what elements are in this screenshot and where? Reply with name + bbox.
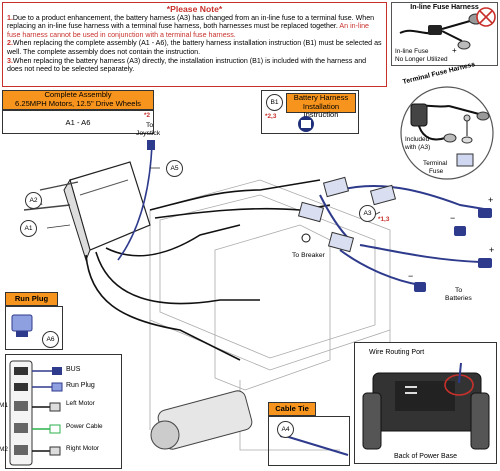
assembly-range: A1 - A6 bbox=[65, 118, 91, 127]
callout-b1: B1 bbox=[266, 94, 283, 111]
power-base-label: Back of Power Base bbox=[393, 453, 458, 460]
to-joystick-label-1: To bbox=[146, 122, 154, 129]
inline-fuse-caption-2: No Longer Utilized bbox=[395, 56, 448, 63]
plus-label-2: + bbox=[489, 245, 495, 255]
note-item-3: 3.When replacing the battery harness (A3… bbox=[7, 56, 367, 74]
legend-m1: M1 bbox=[0, 402, 8, 409]
joystick-connector bbox=[147, 140, 155, 150]
note-title: *Please Note* bbox=[166, 4, 223, 14]
breaker-lug bbox=[301, 233, 311, 243]
connector-legend-box: BUS Run Plug Left Motor Power Cable Righ… bbox=[5, 354, 122, 469]
manual-icon bbox=[298, 116, 314, 132]
included-label-1: Included bbox=[405, 136, 430, 143]
svg-text:+: + bbox=[452, 46, 457, 55]
assembly-line-1: Complete Assembly bbox=[44, 90, 112, 99]
note-item-2: 2.When replacing the complete assembly (… bbox=[7, 39, 382, 56]
assembly-line-2: 6.25MPH Motors, 12.5" Drive Wheels bbox=[15, 98, 141, 108]
joystick-cable bbox=[117, 143, 153, 261]
minus-label-2: − bbox=[408, 271, 414, 281]
to-joystick-label-2: Joystick bbox=[136, 130, 161, 137]
run-plug-box: A6 bbox=[5, 306, 63, 350]
callout-a2: A2 bbox=[25, 192, 42, 209]
terminal-fuse-detail: Included with (A3) Terminal Fuse bbox=[395, 78, 499, 182]
callout-a1: A1 bbox=[20, 220, 37, 237]
legend-m2: M2 bbox=[0, 446, 8, 453]
controller-side-view bbox=[9, 360, 63, 466]
legend-right-motor: Right Motor bbox=[66, 445, 100, 452]
inline-fuse-box: In-line Fuse Harness In-line Fuse No Lon… bbox=[391, 2, 498, 66]
main-cables bbox=[85, 179, 331, 361]
battery-harness bbox=[319, 185, 491, 286]
note-item-1: 1.Due to a product enhancement, the batt… bbox=[7, 13, 375, 39]
callout-a3: A3 bbox=[359, 205, 376, 222]
motor bbox=[150, 390, 253, 450]
legend-left-motor: Left Motor bbox=[66, 400, 95, 407]
instruction-header: Battery Harness Installation Instruction bbox=[286, 93, 356, 119]
terminal-fuse-illustration bbox=[400, 86, 494, 180]
instruction-line-2: Installation Instruction bbox=[302, 101, 340, 120]
assembly-range-box: A1 - A6 *2 bbox=[2, 110, 154, 134]
terminal-label-1: Terminal bbox=[423, 160, 448, 167]
controller-module bbox=[63, 161, 151, 262]
power-base-rear-illustration bbox=[362, 362, 490, 450]
to-batteries-label-2: Batteries bbox=[445, 295, 472, 302]
run-plug-illustration bbox=[11, 314, 33, 337]
to-breaker-label: To Breaker bbox=[292, 252, 325, 259]
wire-routing-port-label: Wire Routing Port bbox=[369, 349, 425, 356]
cable-tie-title: Cable Tie bbox=[268, 402, 316, 416]
prohibited-icon bbox=[476, 7, 496, 27]
complete-assembly-header: Complete Assembly 6.25MPH Motors, 12.5" … bbox=[2, 90, 154, 110]
callout-leaders bbox=[39, 167, 381, 341]
run-plug-title: Run Plug bbox=[5, 292, 58, 306]
instruction-line-1: Battery Harness bbox=[293, 93, 349, 102]
a3-note: *1,3 bbox=[378, 216, 390, 223]
legend-bus: BUS bbox=[66, 366, 81, 373]
minus-label-1: − bbox=[450, 213, 456, 223]
assembly-note: *2 bbox=[143, 112, 150, 119]
terminal-label-2: Fuse bbox=[429, 168, 444, 175]
callout-a4: A4 bbox=[277, 421, 294, 438]
inline-fuse-caption-1: In-line Fuse bbox=[395, 48, 429, 55]
legend-run-plug: Run Plug bbox=[66, 382, 95, 389]
inline-fuse-illustration: + − bbox=[399, 7, 496, 55]
cable-tie-box: A4 bbox=[268, 416, 350, 466]
to-batteries-label-1: To bbox=[455, 287, 463, 294]
please-note-box: *Please Note* 1.Due to a product enhance… bbox=[2, 2, 387, 87]
plus-label-1: + bbox=[488, 195, 494, 205]
battery-connectors bbox=[297, 176, 397, 253]
inline-fuse-title: In-line Fuse Harness bbox=[410, 4, 479, 11]
legend-power-cable: Power Cable bbox=[66, 423, 103, 430]
included-label-2: with (A3) bbox=[405, 144, 431, 151]
instruction-note: *2,3 bbox=[265, 113, 277, 120]
instruction-box: B1 Battery Harness Installation Instruct… bbox=[261, 90, 359, 134]
callout-a6: A6 bbox=[42, 331, 59, 348]
wire-routing-box: Wire Routing Port Back of Power Base bbox=[354, 342, 497, 464]
callout-a5: A5 bbox=[166, 160, 183, 177]
